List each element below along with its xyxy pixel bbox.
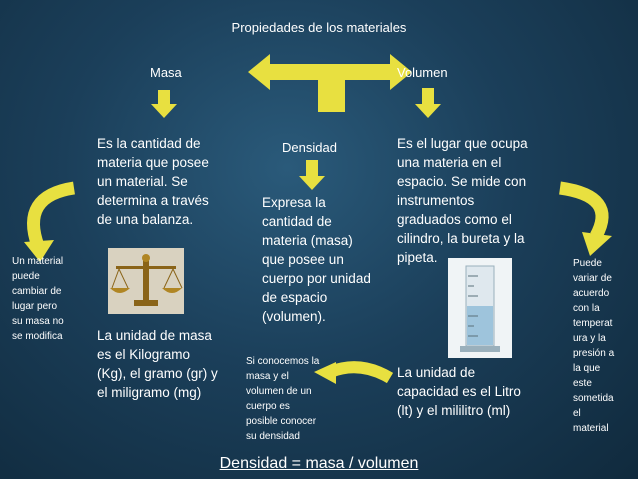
center-curved-arrow	[327, 361, 394, 384]
diagram-title: Propiedades de los materiales	[231, 20, 407, 35]
graduated-cylinder-icon	[448, 258, 512, 358]
label-volumen: Volumen	[397, 65, 448, 80]
label-densidad: Densidad	[282, 140, 337, 155]
down-arrow-masa	[151, 90, 177, 118]
balance-scale-icon	[108, 248, 184, 314]
down-arrow-volumen	[415, 88, 441, 118]
right-curved-arrowhead	[582, 232, 612, 256]
top-double-arrow	[248, 54, 412, 112]
label-masa: Masa	[150, 65, 182, 80]
left-curved-arrowhead	[24, 240, 54, 262]
right-curved-arrow	[558, 181, 609, 240]
left-curved-arrow	[27, 181, 76, 249]
center-curved-arrowhead	[314, 362, 336, 384]
down-arrow-densidad	[299, 160, 325, 190]
density-formula: Densidad = masa / volumen	[219, 455, 419, 472]
